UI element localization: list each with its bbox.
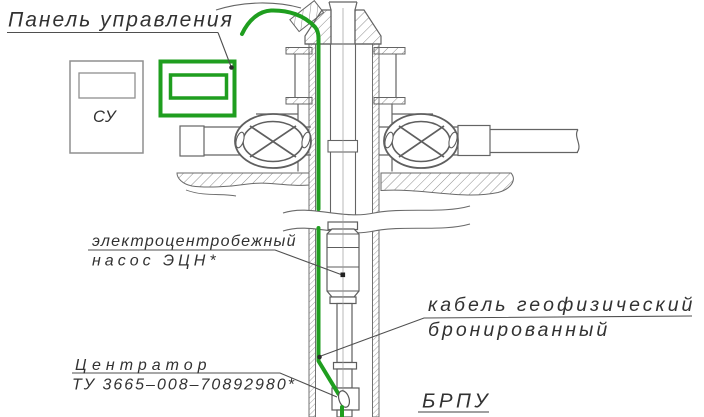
tubing-head-cone-right [354, 9, 382, 45]
lower-tube-1 [336, 302, 353, 364]
wheel-hub-right [301, 131, 311, 149]
leader-pump [88, 249, 342, 276]
label-control-station: СУ [93, 108, 117, 126]
ground-left [176, 172, 310, 188]
break-wave-lower [282, 223, 471, 234]
label-brpu: БРПУ [422, 390, 491, 413]
flange-bottom-right [373, 97, 406, 105]
wheel-hub-left [235, 131, 245, 149]
ground-surface [176, 172, 514, 197]
lower-tube-3 [336, 409, 353, 417]
geophysical-cable [240, 8, 351, 417]
wheel-hub-left [384, 131, 394, 149]
leader-dot-pump [340, 272, 346, 278]
valve-handwheel-right [383, 113, 459, 169]
label-cable-line1: кабель геофизический [428, 294, 695, 316]
label-cable-line2: бронированный [428, 319, 610, 341]
label-centralizer-line2: ТУ 3665–008–70892980* [72, 377, 296, 394]
cable-surface-run [240, 8, 321, 211]
tubing-walls [329, 44, 357, 229]
centralizer-eyelet [337, 390, 351, 408]
flange-top-right [373, 47, 406, 55]
valve-handwheel-left [234, 113, 312, 169]
su-display [78, 72, 136, 99]
wellhead [179, 0, 580, 172]
leader-centralizer [72, 372, 338, 398]
leader-dot-cable [317, 354, 322, 360]
flange-top-left [285, 47, 313, 55]
wheel-spokes [249, 125, 297, 158]
label-esp-pump-line2: насос ЭЦН* [92, 253, 220, 270]
leader-control-panel [7, 31, 232, 67]
control-panel-box [158, 59, 237, 118]
wheel-spokes [398, 125, 445, 158]
annotations: Панель управления СУ электроцентробежный… [8, 9, 695, 413]
wheel-hub-right [448, 131, 458, 149]
panel-inner-frame [168, 73, 229, 100]
right-pipe-coupling [457, 124, 491, 157]
cable-downhole-run [316, 226, 341, 396]
panel-outer-frame [158, 59, 237, 118]
label-centralizer-line1: Центратор [75, 357, 212, 374]
label-control-panel: Панель управления [8, 9, 234, 32]
leader-lines [7, 31, 693, 413]
left-arm-flange [179, 125, 205, 157]
leader-dot-panel [229, 65, 234, 70]
top-arc-line [215, 2, 302, 11]
control-station-box [69, 60, 144, 154]
leader-cable [319, 315, 693, 358]
lower-tube-2 [336, 368, 353, 389]
ground-right [380, 172, 514, 196]
label-esp-pump-line1: электроцентробежный [92, 233, 297, 250]
break-wave-upper [282, 205, 471, 216]
lower-collar-2 [332, 361, 358, 370]
ground-left-edge [185, 189, 237, 197]
flange-bottom-left [285, 97, 313, 105]
pipe-break-end [575, 129, 580, 153]
